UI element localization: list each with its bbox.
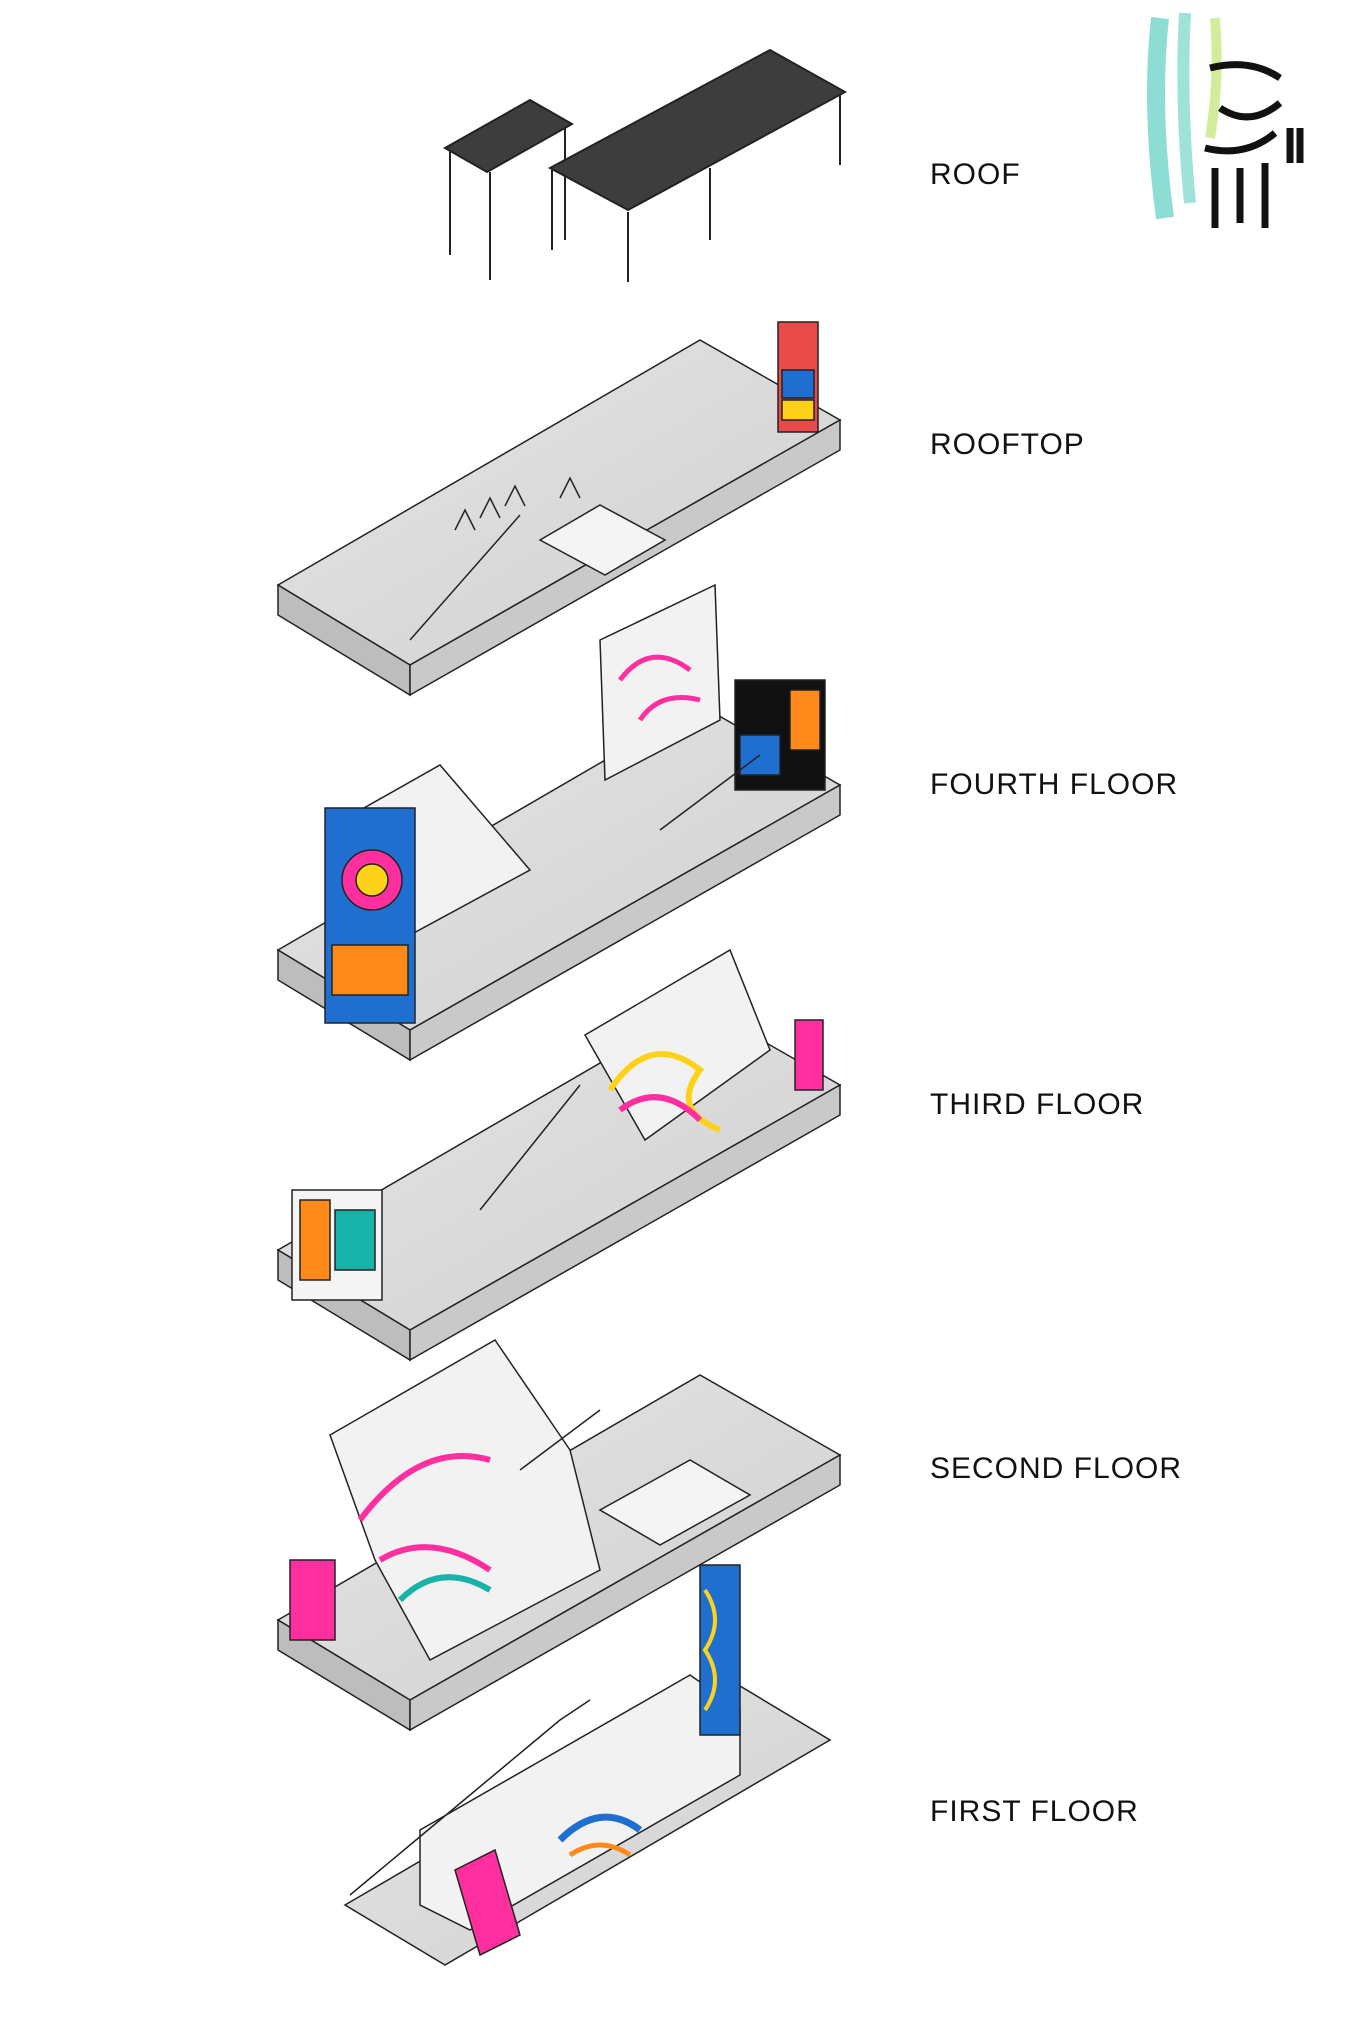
roof-canopy-small (442, 98, 575, 280)
first-floor-stairs (349, 1699, 591, 1896)
second-floor-stairs (519, 1409, 601, 1471)
rooftop-level (276, 321, 842, 697)
rooftop-chairs (454, 476, 581, 531)
label-second-floor: SECOND FLOOR (930, 1452, 1183, 1485)
third-floor-stairs (479, 1084, 581, 1211)
rooftop-slab (276, 339, 842, 666)
label-roof: ROOF (930, 158, 1021, 191)
roof-level (442, 48, 848, 282)
third-floor-mural-right (794, 1019, 824, 1091)
first-floor-mural-angled (454, 1848, 521, 1957)
fourth-floor-upper-wall (599, 583, 721, 782)
label-rooftop: ROOFTOP (930, 428, 1085, 461)
first-floor-level (343, 1564, 832, 1966)
second-floor-gallery-wall (329, 1339, 601, 1662)
brush-logo-icon (1147, 12, 1304, 228)
second-floor-mural-pink (289, 1559, 336, 1641)
label-first-floor: FIRST FLOOR (930, 1795, 1139, 1828)
fourth-floor-stairs (659, 754, 761, 831)
third-floor-level (276, 948, 842, 1362)
second-floor-level (276, 1339, 842, 1732)
roof-canopy-large (547, 48, 848, 282)
label-fourth-floor: FOURTH FLOOR (930, 768, 1179, 801)
fourth-floor-level (276, 583, 842, 1062)
label-third-floor: THIRD FLOOR (930, 1088, 1145, 1121)
